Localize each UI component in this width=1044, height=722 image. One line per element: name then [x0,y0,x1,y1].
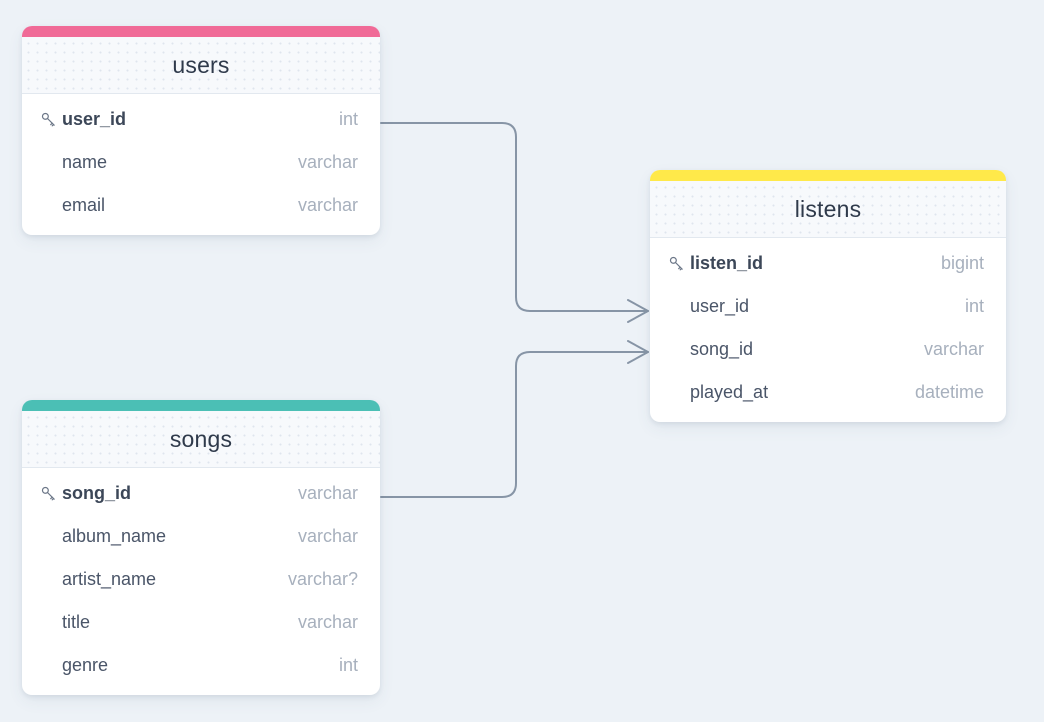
table-row[interactable]: artist_name varchar? [22,558,380,601]
relationship-line-users-listens [380,122,649,312]
table-row[interactable]: user_id int [22,98,380,141]
column-name: played_at [690,382,769,402]
table-row[interactable]: genre int [22,644,380,687]
column-type: varchar [297,612,358,632]
column-type: varchar [297,152,358,172]
key-icon [668,255,690,272]
column-name: artist_name [62,569,157,589]
column-type: int [338,109,358,129]
table-row[interactable]: name varchar [22,141,380,184]
column-name: user_id [690,296,750,316]
table-columns-users: user_id int name varchar email varchar [22,94,380,235]
column-name: user_id [62,109,127,129]
table-card-users[interactable]: users user_id int name varchar [22,26,380,235]
column-type: datetime [914,382,984,402]
table-card-listens[interactable]: listens listen_id bigint user_id int [650,170,1006,422]
table-row[interactable]: listen_id bigint [650,242,1006,285]
table-accent-bar-listens [650,170,1006,181]
column-type: int [964,296,984,316]
table-row[interactable]: album_name varchar [22,515,380,558]
column-type: int [338,655,358,675]
column-type: varchar [297,195,358,215]
table-accent-bar-songs [22,400,380,411]
relationship-users-listens[interactable] [380,122,649,323]
column-name: song_id [62,483,132,503]
table-row[interactable]: email varchar [22,184,380,227]
column-type: varchar [297,483,358,503]
crowsfoot-marker-listens-user-id [611,299,649,323]
column-type: bigint [940,253,984,273]
column-name: name [62,152,108,172]
column-type: varchar [297,526,358,546]
table-row[interactable]: played_at datetime [650,371,1006,414]
column-name: genre [62,655,109,675]
relationship-line-songs-listens [380,351,649,498]
column-type: varchar? [287,569,358,589]
table-card-songs[interactable]: songs song_id varchar album_name varcha [22,400,380,695]
table-title-users: users [22,37,380,94]
table-row[interactable]: title varchar [22,601,380,644]
key-icon [40,485,62,502]
table-columns-listens: listen_id bigint user_id int song_id var… [650,238,1006,422]
table-title-songs: songs [22,411,380,468]
table-columns-songs: song_id varchar album_name varchar artis… [22,468,380,695]
column-name: album_name [62,526,167,546]
crowsfoot-marker-listens-song-id [611,340,649,364]
key-icon [40,111,62,128]
table-row[interactable]: user_id int [650,285,1006,328]
table-row[interactable]: song_id varchar [22,472,380,515]
column-name: listen_id [690,253,764,273]
table-row[interactable]: song_id varchar [650,328,1006,371]
column-name: email [62,195,106,215]
column-name: title [62,612,91,632]
column-type: varchar [923,339,984,359]
relationship-songs-listens[interactable] [380,340,649,498]
table-title-listens: listens [650,181,1006,238]
column-name: song_id [690,339,754,359]
table-accent-bar-users [22,26,380,37]
